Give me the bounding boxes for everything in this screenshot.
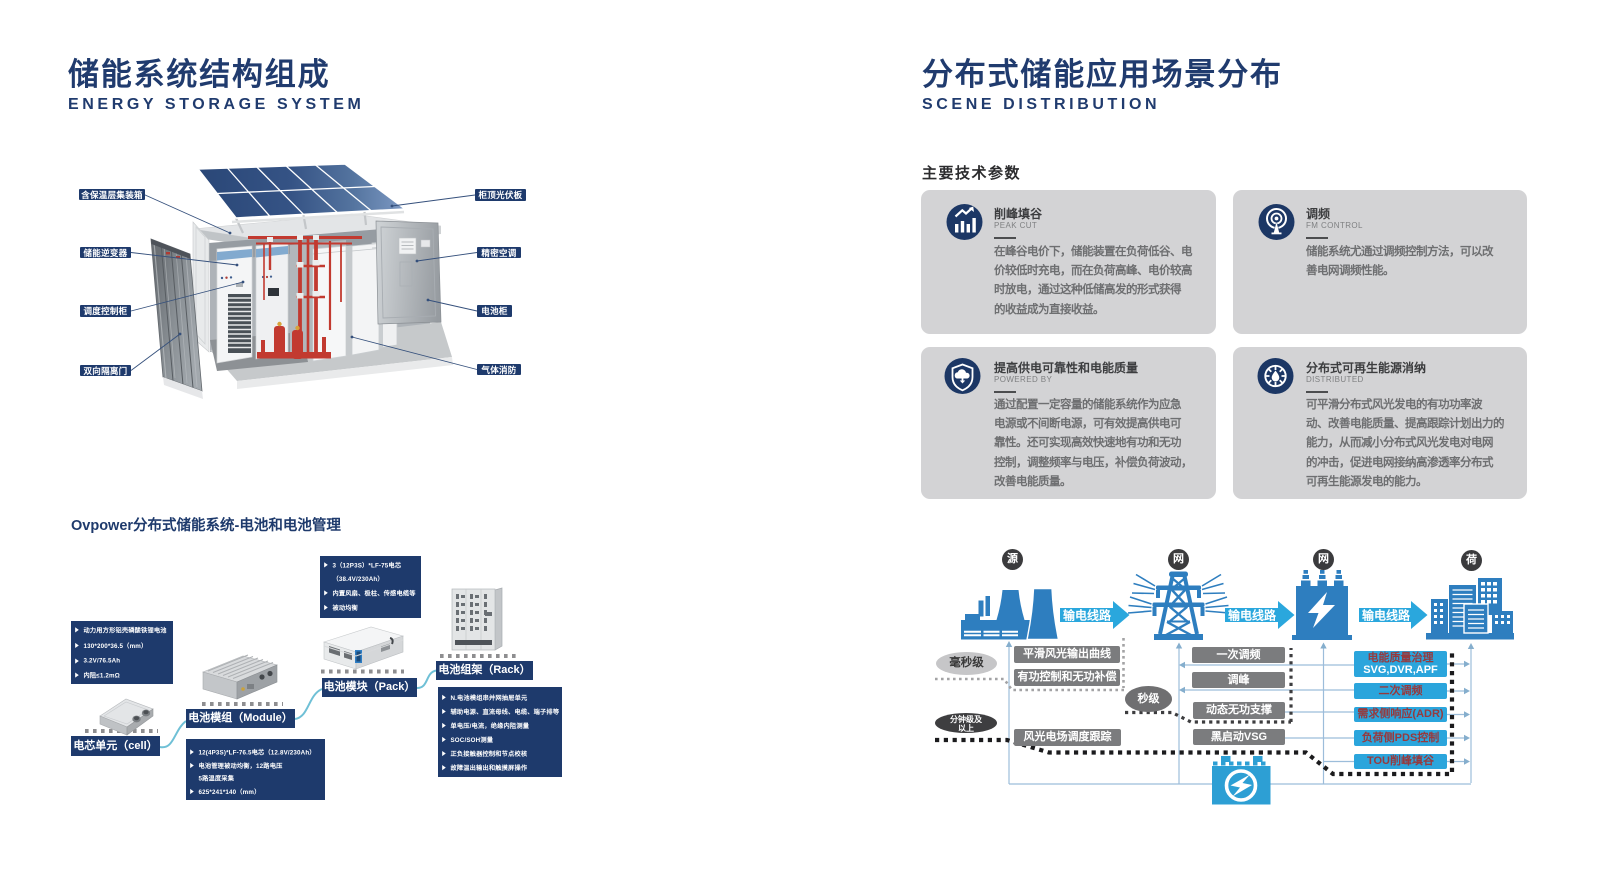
svg-text:输电线路: 输电线路 bbox=[1228, 608, 1277, 623]
svg-text:输电线路: 输电线路 bbox=[1362, 608, 1411, 623]
svg-text:输电线路: 输电线路 bbox=[1063, 608, 1112, 623]
